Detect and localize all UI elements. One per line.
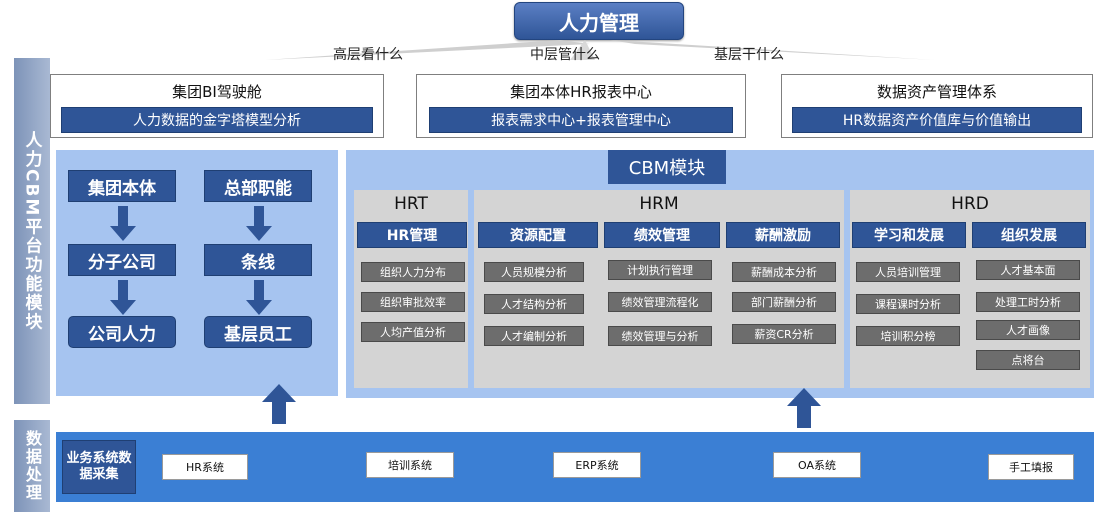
org-hq: 总部职能 <box>204 170 312 202</box>
item: 计划执行管理 <box>608 260 712 280</box>
module-compensation: 薪酬激励 <box>726 222 840 248</box>
system-manual: 手工填报 <box>988 454 1074 480</box>
item: 组织人力分布 <box>361 262 465 282</box>
system-hr: HR系统 <box>162 454 248 480</box>
top-box-bi: 集团BI驾驶舱 人力数据的金字塔模型分析 <box>50 74 384 138</box>
item: 点将台 <box>976 350 1080 370</box>
group-title: HRD <box>951 194 989 214</box>
item: 课程课时分析 <box>856 294 960 314</box>
group-title: HRM <box>639 194 679 214</box>
side-label-platform: 人力CBM平台功能模块 <box>14 58 50 404</box>
org-line: 条线 <box>204 244 312 276</box>
item: 处理工时分析 <box>976 292 1080 312</box>
org-group: 集团本体 <box>68 170 176 202</box>
item: 人才基本面 <box>976 260 1080 280</box>
item: 薪酬成本分析 <box>732 262 836 282</box>
module-org-dev: 组织发展 <box>972 222 1086 248</box>
top-box-title: 集团BI驾驶舱 <box>172 83 262 101</box>
top-box-title: 集团本体HR报表中心 <box>510 83 652 101</box>
system-erp: ERP系统 <box>553 452 641 478</box>
top-box-title: 数据资产管理体系 <box>876 83 997 101</box>
cbm-title: CBM模块 <box>608 150 726 184</box>
arrow-down-icon <box>110 206 136 241</box>
module-hr-mgmt: HR管理 <box>357 222 467 248</box>
page-title: 人力管理 <box>514 2 684 40</box>
item: 薪资CR分析 <box>732 324 836 344</box>
org-company-hr: 公司人力 <box>68 316 176 348</box>
arrow-down-icon <box>110 280 136 315</box>
system-training: 培训系统 <box>366 452 454 478</box>
top-box-report: 集团本体HR报表中心 报表需求中心+报表管理中心 <box>416 74 746 138</box>
group-hrt: HRT <box>354 190 468 388</box>
level-label-bottom: 基层干什么 <box>714 47 784 63</box>
module-learning: 学习和发展 <box>852 222 966 248</box>
top-box-subtitle: 人力数据的金字塔模型分析 <box>61 107 373 133</box>
item: 组织审批效率 <box>361 292 465 312</box>
module-resource: 资源配置 <box>478 222 598 248</box>
item: 人才编制分析 <box>484 326 584 346</box>
top-box-subtitle: HR数据资产价值库与价值输出 <box>792 107 1082 133</box>
item: 部门薪酬分析 <box>732 292 836 312</box>
item: 人员规模分析 <box>484 262 584 282</box>
arrow-down-icon <box>246 206 272 241</box>
item: 人均产值分析 <box>361 322 465 342</box>
top-box-asset: 数据资产管理体系 HR数据资产价值库与价值输出 <box>781 74 1093 138</box>
data-collect-label: 业务系统数据采集 <box>62 440 136 494</box>
item: 绩效管理与分析 <box>608 326 712 346</box>
arrow-up-icon <box>262 384 296 424</box>
org-staff: 基层员工 <box>204 316 312 348</box>
group-title: HRT <box>394 194 428 214</box>
group-hrm: HRM <box>474 190 844 388</box>
item: 人员培训管理 <box>856 262 960 282</box>
item: 人才画像 <box>976 320 1080 340</box>
level-label-top: 高层看什么 <box>333 47 403 63</box>
level-label-middle: 中层管什么 <box>530 47 600 63</box>
item: 绩效管理流程化 <box>608 292 712 312</box>
arrow-up-icon <box>787 388 821 428</box>
arrow-down-icon <box>246 280 272 315</box>
side-label-data: 数据处理 <box>14 420 50 512</box>
top-box-subtitle: 报表需求中心+报表管理中心 <box>429 107 733 133</box>
pyramid-rays <box>265 40 935 60</box>
module-performance: 绩效管理 <box>604 222 720 248</box>
org-subsidiary: 分子公司 <box>68 244 176 276</box>
item: 人才结构分析 <box>484 294 584 314</box>
item: 培训积分榜 <box>856 326 960 346</box>
system-oa: OA系统 <box>773 452 861 478</box>
